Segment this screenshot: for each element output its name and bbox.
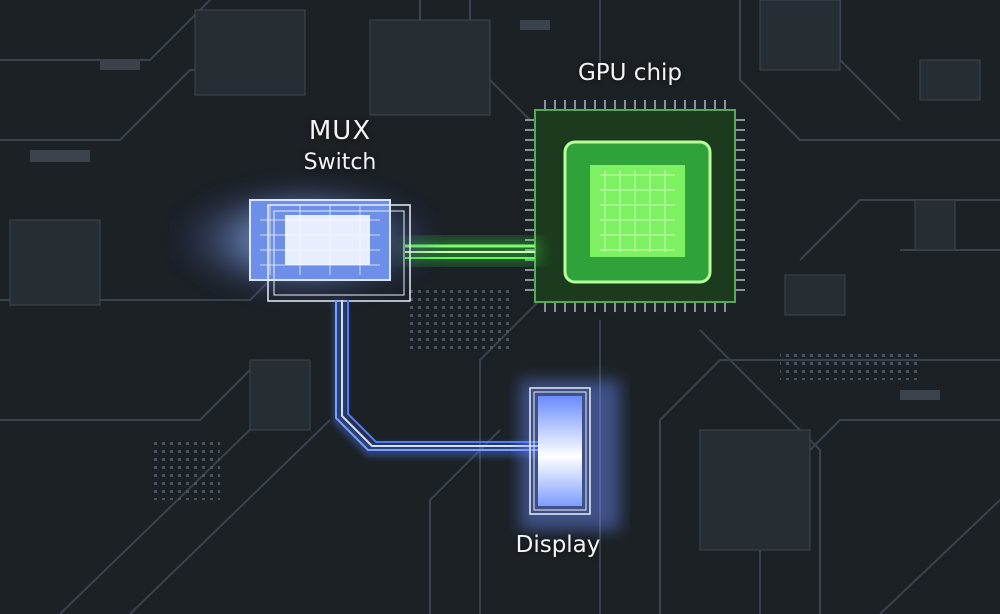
mux-switch-icon <box>175 180 435 302</box>
board-components <box>9 0 981 551</box>
display-icon <box>520 380 620 530</box>
mux-label: MUX <box>308 116 372 146</box>
gpu-chip-label: GPU chip <box>577 60 683 86</box>
display-label: Display <box>515 532 601 558</box>
mux-to-display-link <box>333 300 540 457</box>
switch-label: Switch <box>303 150 377 175</box>
gpu-chip-icon <box>525 100 745 315</box>
